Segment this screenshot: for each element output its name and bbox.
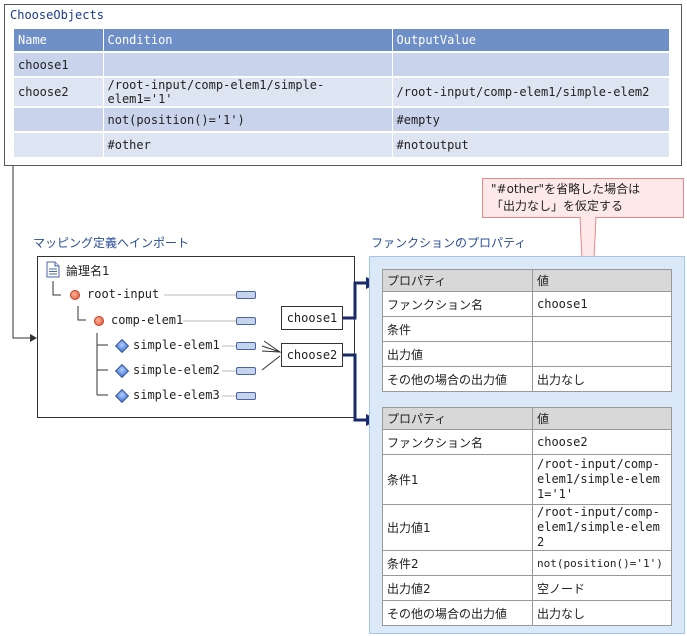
mapping-port-simple-elem3[interactable] — [236, 392, 256, 400]
property-key: ファンクション名 — [382, 291, 533, 317]
property-key: 出力値 — [382, 341, 533, 367]
table-row[interactable]: その他の場合の出力値 出力なし — [382, 366, 672, 392]
property-key: その他の場合の出力値 — [382, 366, 533, 392]
properties-table-choose1: プロパティ 値 ファンクション名 choose1 条件 出力値 その他の場合の出… — [382, 269, 672, 392]
property-value[interactable]: choose2 — [532, 429, 672, 455]
table-row[interactable]: not(position()='1') #empty — [14, 106, 670, 132]
property-value[interactable]: not(position()='1') — [532, 550, 672, 576]
cell-condition: not(position()='1') — [103, 106, 393, 132]
element-node-icon — [94, 316, 104, 326]
property-value[interactable]: /root-input/comp-elem1/simple-elem1='1' — [532, 454, 672, 505]
property-key: 条件1 — [382, 454, 533, 505]
header-outputvalue: OutputValue — [392, 29, 670, 52]
table-row[interactable]: choose1 — [14, 51, 670, 77]
table-row[interactable]: #other #notoutput — [14, 131, 670, 157]
node-simple-elem3[interactable]: simple-elem3 — [133, 388, 220, 402]
table-header-row: プロパティ 値 — [382, 269, 672, 292]
cell-outputvalue: #notoutput — [392, 131, 670, 157]
table-header-row: Name Condition OutputValue — [14, 29, 670, 52]
table-row[interactable]: ファンクション名 choose1 — [382, 291, 672, 317]
cell-condition: /root-input/comp-elem1/simple-elem1='1' — [103, 76, 393, 107]
node-simple-elem1[interactable]: simple-elem1 — [133, 338, 220, 352]
function-properties-panel: プロパティ 値 ファンクション名 choose1 条件 出力値 その他の場合の出… — [369, 256, 685, 634]
cell-name — [14, 106, 104, 132]
table-row[interactable]: 条件 — [382, 316, 672, 342]
property-key: ファンクション名 — [382, 429, 533, 455]
table-row[interactable]: その他の場合の出力値 出力なし — [382, 600, 672, 626]
node-comp-elem1[interactable]: comp-elem1 — [111, 313, 184, 327]
property-value[interactable] — [532, 341, 672, 367]
mapping-port-simple-elem1[interactable] — [236, 342, 256, 350]
mapping-port-comp-elem1[interactable] — [236, 317, 256, 325]
property-value[interactable]: 空ノード — [532, 575, 672, 601]
property-value[interactable]: /root-input/comp-elem1/simple-elem2 — [532, 504, 672, 551]
property-value[interactable]: choose1 — [532, 291, 672, 317]
property-key: 条件 — [382, 316, 533, 342]
node-root-input[interactable]: root-input — [87, 287, 160, 301]
mapping-import-label: マッピング定義へインポート — [33, 236, 190, 250]
cell-outputvalue — [392, 51, 670, 77]
header-condition: Condition — [103, 29, 393, 52]
property-key: 出力値2 — [382, 575, 533, 601]
callout-note: "#other"を省略した場合は 「出力なし」を仮定する — [482, 178, 684, 218]
property-key: その他の場合の出力値 — [382, 600, 533, 626]
table-row[interactable]: 条件1 /root-input/comp-elem1/simple-elem1=… — [382, 454, 672, 505]
function-choose1[interactable]: choose1 — [281, 306, 343, 330]
cell-outputvalue: #empty — [392, 106, 670, 132]
table-row[interactable]: choose2 /root-input/comp-elem1/simple-el… — [14, 76, 670, 107]
table-row[interactable]: 出力値1 /root-input/comp-elem1/simple-elem2 — [382, 504, 672, 551]
cell-name: choose2 — [14, 76, 104, 107]
callout-pointer-joint — [581, 216, 595, 219]
function-properties-label: ファンクションのプロパティ — [371, 236, 527, 250]
cell-condition — [103, 51, 393, 77]
cell-name: choose1 — [14, 51, 104, 77]
cell-name — [14, 131, 104, 157]
cell-condition: #other — [103, 131, 393, 157]
property-value[interactable]: 出力なし — [532, 366, 672, 392]
choose-objects-table: Name Condition OutputValue choose1 choos… — [14, 29, 670, 157]
header-value: 値 — [532, 269, 672, 292]
header-property: プロパティ — [382, 269, 533, 292]
function-choose2[interactable]: choose2 — [281, 343, 343, 367]
document-icon — [46, 261, 60, 278]
properties-table-choose2: プロパティ 値 ファンクション名 choose2 条件1 /root-input… — [382, 407, 672, 626]
header-name: Name — [14, 29, 104, 52]
property-key: 出力値1 — [382, 504, 533, 551]
table-row[interactable]: ファンクション名 choose2 — [382, 429, 672, 455]
table-row[interactable]: 出力値 — [382, 341, 672, 367]
callout-line-1: "#other"を省略した場合は — [491, 182, 641, 196]
header-value: 値 — [532, 407, 672, 430]
callout-line-2: 「出力なし」を仮定する — [491, 199, 624, 213]
header-property: プロパティ — [382, 407, 533, 430]
table-row[interactable]: 出力値2 空ノード — [382, 575, 672, 601]
logical-name-root: 論理名1 — [66, 264, 110, 278]
cell-outputvalue: /root-input/comp-elem1/simple-elem2 — [392, 76, 670, 107]
node-simple-elem2[interactable]: simple-elem2 — [133, 363, 220, 377]
mapping-port-root-input[interactable] — [236, 291, 256, 299]
mapping-port-simple-elem2[interactable] — [236, 367, 256, 375]
table-row[interactable]: 条件2 not(position()='1') — [382, 550, 672, 576]
property-value[interactable]: 出力なし — [532, 600, 672, 626]
property-key: 条件2 — [382, 550, 533, 576]
choose-objects-title: ChooseObjects — [10, 8, 104, 22]
table-header-row: プロパティ 値 — [382, 407, 672, 430]
mapping-definition-box — [37, 256, 355, 418]
property-value[interactable] — [532, 316, 672, 342]
element-node-icon — [70, 290, 80, 300]
